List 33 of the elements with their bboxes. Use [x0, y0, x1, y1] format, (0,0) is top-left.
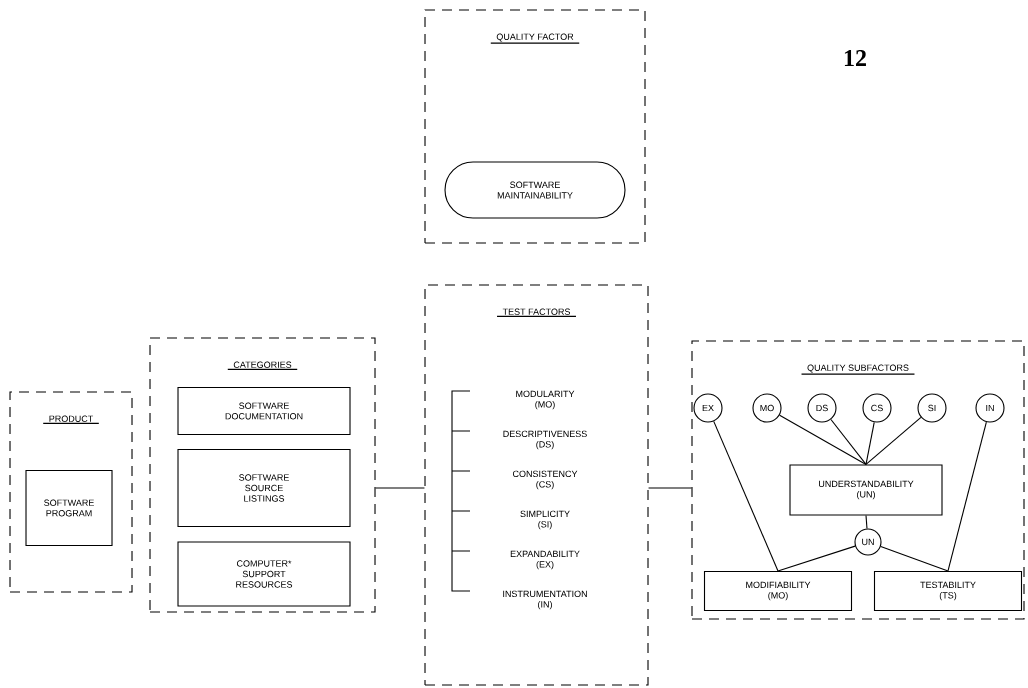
circle-node: DS	[807, 393, 837, 423]
process-box: SOFTWARE SOURCE LISTINGS	[177, 448, 351, 528]
circle-node: MO	[752, 393, 782, 423]
process-box: UNDERSTANDABILITY (UN)	[789, 464, 943, 516]
factor-label: EXPANDABILITY (EX)	[510, 550, 580, 570]
page-number: 12	[844, 50, 866, 66]
connector-line	[375, 487, 425, 489]
process-box: MODIFIABILITY (MO)	[703, 570, 853, 612]
rounded-box: SOFTWARE MAINTAINABILITY	[444, 161, 626, 219]
connector-line	[865, 515, 868, 530]
connector-line	[880, 546, 949, 572]
factor-label: CONSISTENCY (CS)	[512, 470, 578, 490]
factor-label: SIMPLICITY (SI)	[520, 510, 570, 530]
connector-line	[947, 421, 987, 572]
factor-label: MODULARITY (MO)	[516, 390, 575, 410]
connector-line	[779, 414, 867, 465]
process-box: COMPUTER* SUPPORT RESOURCES	[177, 541, 351, 607]
factor-label: INSTRUMENTATION (IN)	[503, 590, 587, 610]
circle-node: CS	[862, 393, 892, 423]
circle-node: SI	[917, 393, 947, 423]
connector-line	[777, 545, 856, 572]
circle-node: UN	[854, 528, 882, 556]
circle-node: IN	[975, 393, 1005, 423]
connector-line	[648, 487, 692, 489]
connector-line	[865, 416, 922, 465]
factor-label: DESCRIPTIVENESS (DS)	[503, 430, 587, 450]
process-box: SOFTWARE DOCUMENTATION	[177, 386, 351, 436]
connector-line	[830, 418, 867, 465]
connector-line	[713, 420, 779, 572]
process-box: TESTABILITY (TS)	[873, 570, 1023, 612]
circle-node: EX	[693, 393, 723, 423]
process-box: SOFTWARE PROGRAM	[25, 469, 113, 547]
connector-line	[865, 421, 875, 465]
